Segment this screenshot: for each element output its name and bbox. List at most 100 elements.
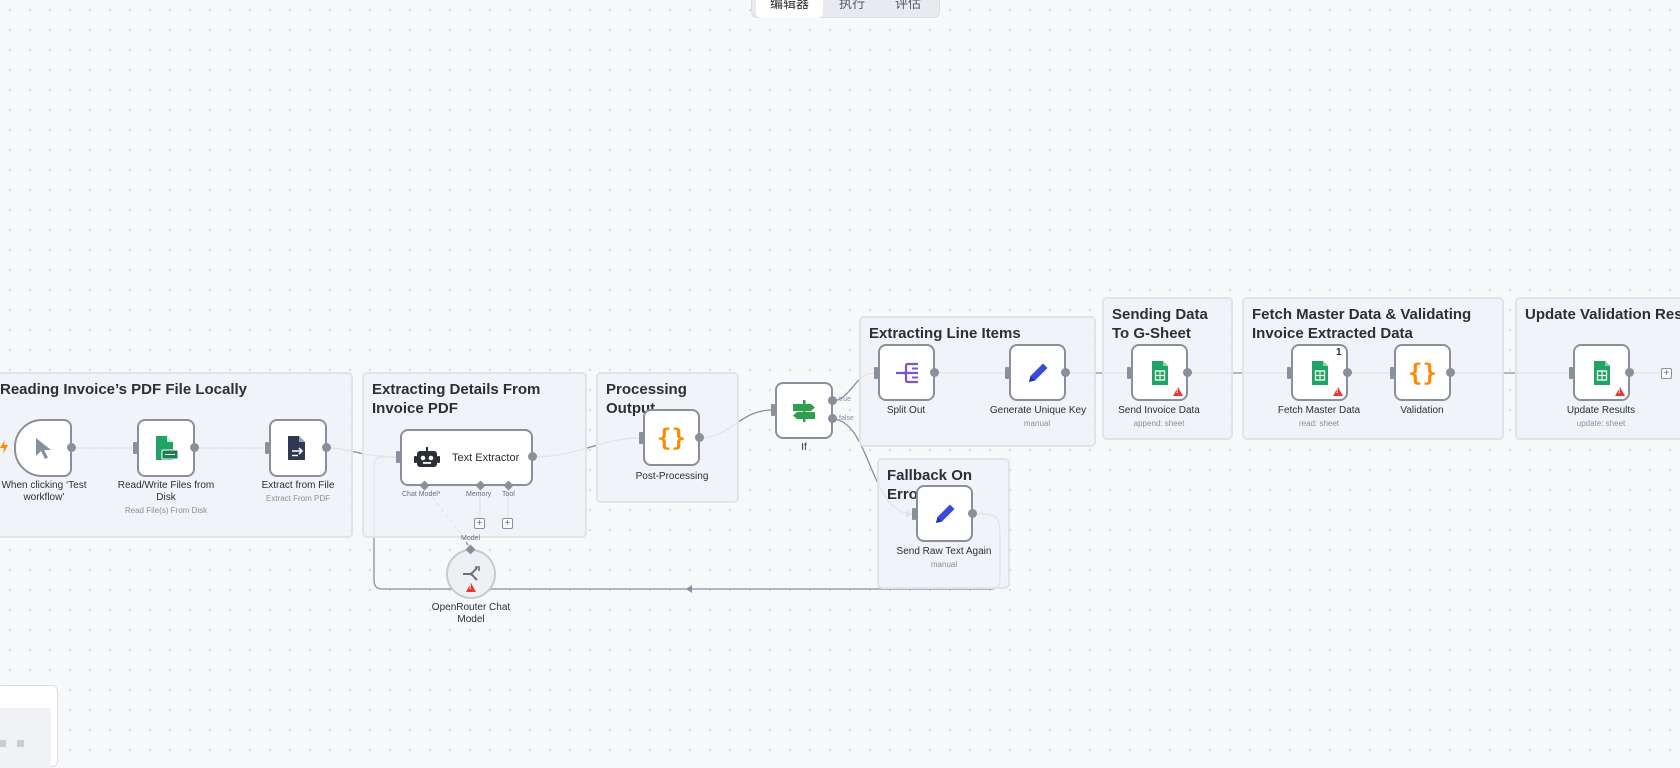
input-port[interactable]	[1390, 367, 1394, 379]
node-subtitle: manual	[930, 560, 958, 569]
node-subtitle: Read File(s) From Disk	[124, 506, 208, 515]
code-braces-icon: {}	[1408, 358, 1437, 387]
minimap[interactable]	[0, 685, 58, 768]
port-label-chat-model: Chat Model*	[402, 491, 441, 498]
input-port[interactable]	[133, 442, 137, 454]
node-label: Generate Unique Key	[989, 405, 1087, 416]
output-port[interactable]	[1061, 368, 1070, 377]
add-memory-button[interactable]: +	[474, 518, 485, 529]
pinned-count-badge: 1	[1336, 347, 1342, 358]
warning-icon	[1333, 387, 1343, 396]
add-tool-button[interactable]: +	[502, 518, 513, 529]
minimap-control[interactable]	[17, 740, 24, 747]
tab-executions[interactable]: 执行	[839, 0, 866, 11]
output-port[interactable]	[67, 443, 76, 452]
input-port[interactable]	[1005, 367, 1009, 379]
warning-icon	[1615, 387, 1625, 396]
pencil-icon	[932, 501, 958, 527]
node-label: Extract from File	[261, 480, 335, 491]
arrow-head	[686, 585, 692, 593]
node-subtitle: update: sheet	[1576, 419, 1626, 428]
node-label: Split Out	[886, 405, 926, 416]
file-export-icon	[286, 434, 310, 462]
node-read-write-files[interactable]	[137, 419, 195, 477]
tab-editor[interactable]: 编辑器	[756, 0, 824, 18]
sticky-title: Fetch Master Data & Validating Invoice E…	[1252, 306, 1472, 342]
sticky-title: Reading Invoice’s PDF File Locally	[0, 381, 248, 398]
split-icon	[894, 361, 920, 385]
view-switcher: 编辑器 执行 评估	[751, 0, 941, 18]
output-port[interactable]	[1343, 368, 1352, 377]
sticky-title: Extracting Line Items	[869, 325, 1021, 342]
tab-evaluations[interactable]: 评估	[895, 0, 922, 11]
minimap-control[interactable]	[0, 740, 6, 747]
port-label-memory: Memory	[466, 491, 492, 498]
node-label: When clicking ‘Test workflow’	[1, 480, 87, 503]
node-label: Validation	[1400, 405, 1444, 416]
output-port-false[interactable]	[828, 414, 837, 423]
node-manual-trigger[interactable]	[14, 419, 72, 477]
branch-label-false: false	[839, 415, 854, 422]
node-label: Post-Processing	[635, 471, 709, 482]
node-label: Read/Write Files from Disk	[117, 480, 215, 503]
input-port[interactable]	[1569, 367, 1573, 379]
node-label: If	[801, 442, 807, 453]
node-label: Text Extractor	[452, 451, 520, 464]
node-label: OpenRouter Chat Model	[431, 602, 511, 625]
input-port[interactable]	[874, 367, 878, 379]
sticky-title: Sending Data To G-Sheet	[1112, 306, 1208, 342]
node-split-out[interactable]	[878, 344, 935, 401]
node-subtitle: manual	[1023, 419, 1051, 428]
cursor-icon	[33, 436, 53, 460]
sticky-title: Update Validation Results	[1525, 306, 1680, 323]
output-port[interactable]	[1446, 368, 1455, 377]
output-port[interactable]	[968, 509, 977, 518]
output-port[interactable]	[190, 443, 199, 452]
port-label-tool: Tool	[502, 491, 515, 498]
node-label: Send Raw Text Again	[896, 546, 992, 557]
input-port[interactable]	[1127, 367, 1131, 379]
minimap-viewport	[0, 708, 51, 768]
node-label: Update Results	[1566, 405, 1636, 416]
sticky-update[interactable]: Update Validation Results	[1515, 297, 1680, 440]
openrouter-icon	[461, 566, 481, 582]
output-port[interactable]	[1625, 368, 1634, 377]
output-port[interactable]	[930, 368, 939, 377]
node-if[interactable]	[775, 382, 833, 439]
input-port[interactable]	[639, 432, 643, 444]
node-validation[interactable]: {}	[1394, 344, 1451, 401]
file-disk-icon	[153, 434, 179, 462]
warning-icon	[1173, 387, 1183, 396]
node-post-processing[interactable]: {}	[643, 409, 700, 466]
node-send-raw-text-again[interactable]	[916, 485, 973, 542]
sticky-fetch[interactable]: Fetch Master Data & Validating Invoice E…	[1242, 297, 1504, 440]
signpost-icon	[791, 398, 817, 424]
node-extract-from-file[interactable]	[269, 419, 327, 477]
output-port[interactable]	[322, 443, 331, 452]
output-port[interactable]	[1183, 368, 1192, 377]
sticky-title: Fallback On Error	[887, 467, 973, 503]
add-node-button[interactable]: +	[1661, 368, 1672, 379]
output-port-true[interactable]	[828, 396, 837, 405]
warning-icon	[466, 583, 476, 592]
input-port[interactable]	[1287, 367, 1291, 379]
input-port[interactable]	[265, 442, 269, 454]
node-text-extractor[interactable]: Text Extractor	[400, 429, 533, 486]
output-port[interactable]	[528, 452, 537, 461]
trigger-bolt-icon	[0, 440, 8, 459]
node-label: Send Invoice Data	[1118, 405, 1200, 416]
code-braces-icon: {}	[657, 423, 686, 452]
sticky-title: Processing Output	[606, 381, 687, 417]
port-label-model: Model	[461, 535, 481, 542]
node-subtitle: append: sheet	[1133, 419, 1185, 428]
output-port[interactable]	[695, 433, 704, 442]
input-port[interactable]	[396, 451, 400, 463]
input-port[interactable]	[771, 404, 775, 416]
google-sheets-icon	[1310, 360, 1330, 386]
node-generate-unique-key[interactable]	[1009, 344, 1066, 401]
google-sheets-icon	[1150, 360, 1170, 386]
input-port[interactable]	[912, 508, 916, 520]
sticky-title: Extracting Details From Invoice PDF	[372, 381, 541, 417]
pencil-icon	[1025, 360, 1051, 386]
robot-icon	[414, 446, 440, 469]
